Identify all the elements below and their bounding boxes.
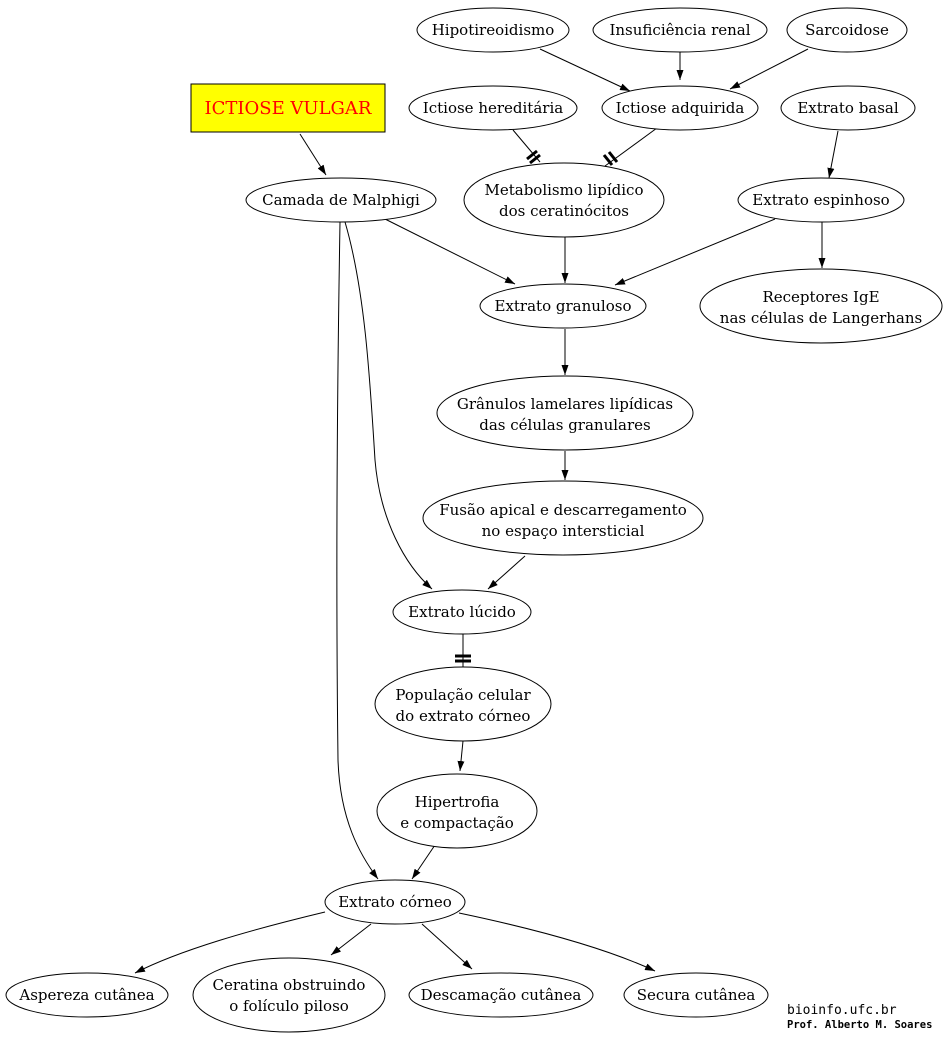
inhibit-bar-adquirida xyxy=(602,151,619,166)
node-sarcoidose: Sarcoidose xyxy=(786,7,908,53)
node-ictiose-adquirida: Ictiose adquirida xyxy=(601,85,759,131)
node-label: Ictiose hereditária xyxy=(423,99,563,117)
node-label: Descamação cutânea xyxy=(421,986,582,1004)
node-label: Secura cutânea xyxy=(637,986,756,1004)
edge-corneo-descamacao xyxy=(421,923,473,970)
node-label-line1: População celular xyxy=(395,686,531,704)
node-insuficiencia-renal: Insuficiência renal xyxy=(592,7,768,53)
node-label-line2: o folículo piloso xyxy=(229,997,349,1015)
node-hipotireoidismo: Hipotireoidismo xyxy=(416,7,570,53)
nodes-layer: Hipotireoidismo Insuficiência renal Sarc… xyxy=(5,7,943,1033)
edge-corneo-aspereza xyxy=(134,911,326,974)
node-label: Extrato granuloso xyxy=(495,297,632,315)
credit-author: Prof. Alberto M. Soares xyxy=(787,1019,932,1031)
node-label: Extrato basal xyxy=(797,99,899,117)
node-label: Extrato espinhoso xyxy=(752,191,889,209)
node-label: Camada de Malphigi xyxy=(262,191,420,209)
inhibit-bar-lucido xyxy=(455,654,471,663)
edge-sarcoidose-ictiose-adquirida xyxy=(729,48,809,90)
node-label-line1: Metabolismo lipídico xyxy=(485,181,644,199)
node-label-line2: do extrato córneo xyxy=(396,707,531,725)
edges-layer xyxy=(134,48,839,974)
node-label: Hipotireoidismo xyxy=(432,21,555,39)
edge-corneo-secura xyxy=(458,912,656,972)
edge-camada-malphigi-lucido xyxy=(344,221,433,590)
edge-camada-malphigi-corneo xyxy=(336,221,379,880)
node-camada-malphigi: Camada de Malphigi xyxy=(245,177,437,223)
title-box: ICTIOSE VULGAR xyxy=(190,83,386,133)
credit-site: bioinfo.ufc.br xyxy=(787,1003,897,1018)
edge-ictiose-adquirida-metabolismo xyxy=(604,127,658,167)
node-extrato-lucido: Extrato lúcido xyxy=(392,589,532,635)
node-label-line2: das células granulares xyxy=(479,416,650,434)
edge-extrato-basal-espinhoso xyxy=(827,130,839,179)
edge-camada-malphigi-granuloso xyxy=(384,218,516,285)
edge-corneo-ceratina xyxy=(330,923,372,956)
diagram-title: ICTIOSE VULGAR xyxy=(204,98,371,119)
edge-ictiose-hereditaria-metabolismo xyxy=(512,129,541,163)
edge-populacao-hipertrofia xyxy=(457,740,465,772)
node-label-line2: no espaço intersticial xyxy=(482,522,645,540)
node-ceratina: Ceratina obstruindo o folículo piloso xyxy=(192,957,386,1033)
node-label-line1: Fusão apical e descarregamento xyxy=(439,501,687,519)
node-secura: Secura cutânea xyxy=(623,972,769,1018)
node-aspereza: Aspereza cutânea xyxy=(5,972,169,1018)
node-label-line1: Receptores IgE xyxy=(762,288,879,306)
node-label: Sarcoidose xyxy=(805,21,889,39)
edge-espinhoso-granuloso xyxy=(614,218,776,286)
node-label: Aspereza cutânea xyxy=(18,986,154,1004)
node-label: Extrato córneo xyxy=(338,893,452,911)
node-fusao-apical: Fusão apical e descarregamento no espaço… xyxy=(422,480,704,556)
node-granulos-lamelares: Grânulos lamelares lipídicas das células… xyxy=(436,375,694,451)
edge-fusao-lucido xyxy=(487,555,526,590)
edge-title-camada-malphigi xyxy=(299,133,327,176)
edge-hipertrofia-corneo xyxy=(411,844,436,880)
node-label-line2: e compactação xyxy=(400,814,514,832)
node-label-line2: nas células de Langerhans xyxy=(720,309,922,327)
node-label-line1: Hipertrofia xyxy=(415,793,500,811)
node-label-line1: Grânulos lamelares lipídicas xyxy=(457,395,673,413)
node-label-line1: Ceratina obstruindo xyxy=(213,976,366,994)
node-receptores-ige: Receptores IgE nas células de Langerhans xyxy=(699,268,943,344)
node-hipertrofia: Hipertrofia e compactação xyxy=(376,773,538,849)
node-label-line2: dos ceratinócitos xyxy=(499,202,629,220)
node-ictiose-hereditaria: Ictiose hereditária xyxy=(408,85,578,131)
node-label: Ictiose adquirida xyxy=(616,99,745,117)
node-label: Insuficiência renal xyxy=(609,21,750,39)
inhibit-bar-hereditaria xyxy=(526,149,541,165)
node-populacao-celular: População celular do extrato córneo xyxy=(374,666,552,742)
node-extrato-espinhoso: Extrato espinhoso xyxy=(737,177,905,223)
edge-hipotireoidismo-ictiose-adquirida xyxy=(539,48,631,92)
node-extrato-corneo: Extrato córneo xyxy=(324,879,466,925)
node-metabolismo-lipidico: Metabolismo lipídico dos ceratinócitos xyxy=(463,162,665,238)
credits: bioinfo.ufc.br Prof. Alberto M. Soares xyxy=(787,1003,932,1031)
node-label: Extrato lúcido xyxy=(408,603,516,621)
node-descamacao: Descamação cutânea xyxy=(408,972,594,1018)
node-extrato-basal: Extrato basal xyxy=(780,85,916,131)
node-extrato-granuloso: Extrato granuloso xyxy=(479,283,647,329)
